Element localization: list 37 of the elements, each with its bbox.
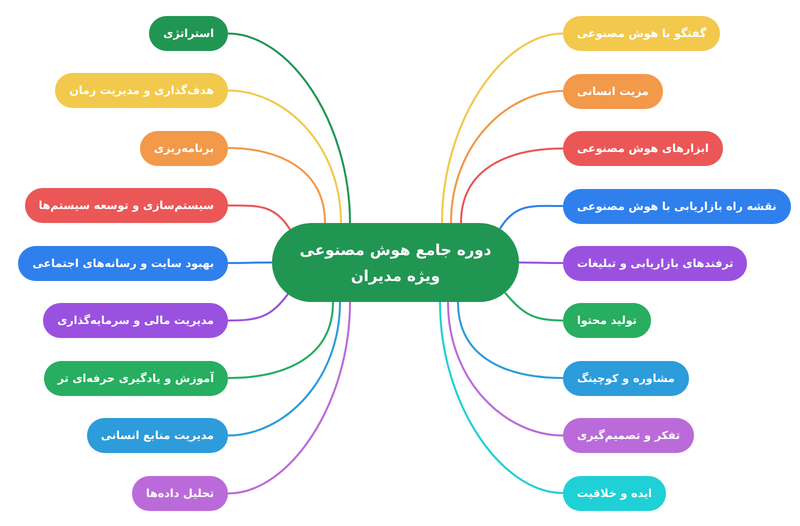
topic-pill: مدیریت منابع انسانی <box>86 418 228 453</box>
connector-curve <box>504 292 564 322</box>
topic-pill: مدیریت مالی و سرمایه‌گذاری <box>43 303 228 338</box>
topic-pill: نقشه راه بازاریابی با هوش مصنوعی <box>563 188 791 224</box>
connector-curve <box>499 204 563 230</box>
central-topic-box: دوره جامع هوش مصنوعی ویژه مدیران <box>272 223 519 302</box>
connector-curve <box>450 90 564 224</box>
connector-curve <box>439 302 564 494</box>
connector-curve <box>228 262 272 264</box>
connector-curve <box>519 262 563 264</box>
topic-pill: آموزش و یادگیری حرفه‌ای تر <box>44 360 228 396</box>
topic-pill: تفکر و تصمیم‌گیری <box>563 418 694 453</box>
connector-curve <box>228 302 351 494</box>
topic-pill: گفتگو با هوش مصنوعی <box>563 16 720 51</box>
connector-curve <box>228 204 291 230</box>
connector-curve <box>228 293 289 322</box>
topic-pill: بهبود سایت و رسانه‌های اجتماعی <box>18 246 228 280</box>
topic-pill: تحلیل داده‌ها <box>132 476 228 511</box>
connector-curve <box>228 90 342 224</box>
connector-curve <box>441 32 564 224</box>
topic-pill: ترفندهای بازاریابی و تبلیغات <box>563 246 748 280</box>
topic-pill: استراتژی <box>149 16 228 51</box>
topic-pill: مشاوره و کوچینگ <box>563 360 689 396</box>
topic-pill: مزیت انسانی <box>563 74 663 108</box>
topic-pill: تولید محتوا <box>563 303 651 338</box>
connector-curve <box>228 147 326 224</box>
topic-pill: برنامه‌ریزی <box>140 130 228 166</box>
connector-curve <box>228 302 341 436</box>
connector-curve <box>457 302 564 379</box>
topic-pill: ایده و خلاقیت <box>563 476 666 510</box>
connector-curve <box>447 302 564 436</box>
topic-pill: سیستم‌سازی و توسعه سیستم‌ها <box>24 188 228 223</box>
topic-pill: ابزارهای هوش مصنوعی <box>563 131 723 166</box>
connector-curve <box>460 148 564 224</box>
connector-curve <box>228 302 334 379</box>
topic-pill: هدف‌گذاری و مدیریت زمان <box>55 73 228 108</box>
connector-curve <box>228 32 351 224</box>
